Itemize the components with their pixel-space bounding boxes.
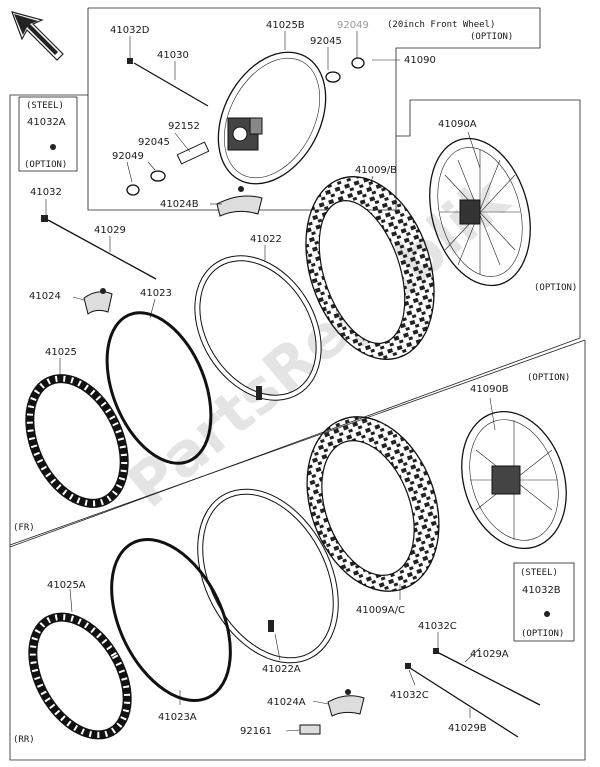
leader-lines [45,31,496,732]
steel-box-top: (STEEL) 41032A (OPTION) [18,96,78,172]
flap-41023 [105,311,213,465]
flap-41023A [110,538,232,702]
part-label-41032A: 41032A [27,117,66,128]
spoke-41029A [436,651,541,706]
option-label: (OPTION) [521,629,564,639]
part-label-41024: 41024 [29,291,61,302]
part-92161 [299,724,321,735]
rim-41025 [25,374,129,508]
part-label-41090: 41090 [404,55,436,66]
steel-box-bottom: (STEEL) 41032B (OPTION) [513,562,575,642]
part-label-41030: 41030 [157,50,189,61]
seal-92049-top [351,57,365,69]
option-wheel-41090B [461,411,567,549]
part-label-41029: 41029 [94,225,126,236]
part-label-41023A: 41023A [158,712,197,723]
hub [227,117,263,151]
rim-band-41024B [216,186,263,217]
option-label: (OPTION) [24,160,67,170]
part-label-41032: 41032 [30,187,62,198]
part-label-92161: 92161 [240,726,272,737]
part-label-41032D: 41032D [110,25,150,36]
nipple-41032C-bottom [405,663,411,669]
rim-41025B [217,51,327,185]
part-label-41032C: 41032C [418,621,457,632]
part-label-92049: 92049 [337,20,369,31]
part-label-41024B: 41024B [160,199,199,210]
part-label-92045: 92045 [138,137,170,148]
part-label-41025A: 41025A [47,580,86,591]
part-labels: 41032D 41030 41025B 92049 92045 41090 92… [29,20,509,737]
part-label-41090B: 41090B [470,384,509,395]
part-label-41009B: 41009/B [355,165,397,176]
screw-icon [50,144,56,150]
part-label-41023: 41023 [140,288,172,299]
part-label-92049: 92049 [112,151,144,162]
direction-arrow-icon [11,11,64,61]
part-label-41022A: 41022A [262,664,301,675]
front-wheel-option-header: (20inch Front Wheel) [387,20,495,30]
steel-label: (STEEL) [520,568,558,578]
valve-icon [268,620,274,632]
tube-41022A [198,489,338,663]
bearing-92045-top [325,71,341,83]
part-label-41022: 41022 [250,234,282,245]
spoke-41029B [409,667,519,738]
nipple-41032C-top [433,648,439,654]
valve-icon [256,386,262,400]
front-wheel-option-label: (OPTION) [470,32,513,42]
rim-band-41024A [327,695,365,717]
option-wheel-41090A [429,137,531,287]
section-label-front: (FR) [13,523,35,533]
option-label: (OPTION) [527,373,570,383]
collar-92152 [176,141,210,165]
part-label-41009AC: 41009A/C [356,605,405,616]
part-label-92152: 92152 [168,121,200,132]
rim-band-41024 [83,291,113,315]
option-label: (OPTION) [534,283,577,293]
screw-icon [544,611,550,617]
nipple-41032 [41,215,48,222]
steel-label: (STEEL) [26,101,64,111]
seal-92049-bottom [126,184,140,196]
part-label-92045: 92045 [310,36,342,47]
part-label-41029A: 41029A [470,649,509,660]
spoke-41030 [127,58,209,107]
part-label-41024A: 41024A [267,697,306,708]
part-label-41032C: 41032C [390,690,429,701]
tube-41022 [195,256,321,400]
part-label-41032B: 41032B [522,585,561,596]
part-label-41029B: 41029B [448,723,487,734]
part-label-41025: 41025 [45,347,77,358]
part-label-41025B: 41025B [266,20,305,31]
part-label-41090A: 41090A [438,119,477,130]
bearing-92045-bottom [150,170,166,182]
section-label-rear: (RR) [13,735,35,745]
spoke-41029 [47,219,157,280]
